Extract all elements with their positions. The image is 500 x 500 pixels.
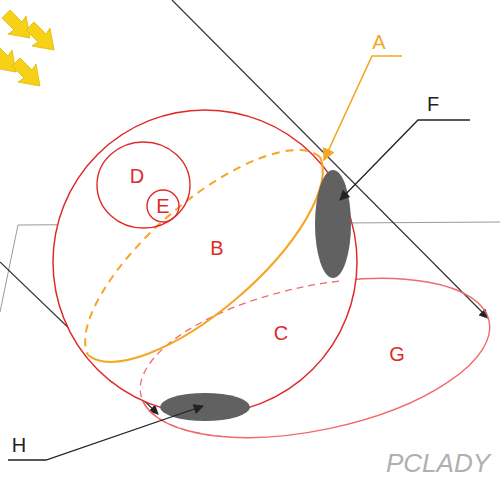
region-letter: C xyxy=(274,323,288,343)
highlight-region: DE xyxy=(96,141,191,229)
core-shadow xyxy=(315,170,351,278)
light-direction-arrows xyxy=(0,10,54,86)
leader-line xyxy=(324,56,402,160)
callout-letter: A xyxy=(372,32,385,52)
terminator xyxy=(88,157,323,362)
leader-line xyxy=(8,406,203,460)
region-letter: D xyxy=(130,166,144,186)
watermark: PCLADY xyxy=(386,450,490,476)
sphere xyxy=(53,110,357,414)
leader-line xyxy=(340,120,470,200)
region-letter: B xyxy=(210,238,223,258)
cast-shadow-hidden xyxy=(126,251,500,466)
callout-letter: F xyxy=(427,94,439,114)
specular-highlight: E xyxy=(146,189,180,223)
region-letter: G xyxy=(389,344,405,364)
region-letter: E xyxy=(156,196,169,216)
callout-letter: H xyxy=(12,435,26,455)
terminator-hidden xyxy=(85,150,320,355)
